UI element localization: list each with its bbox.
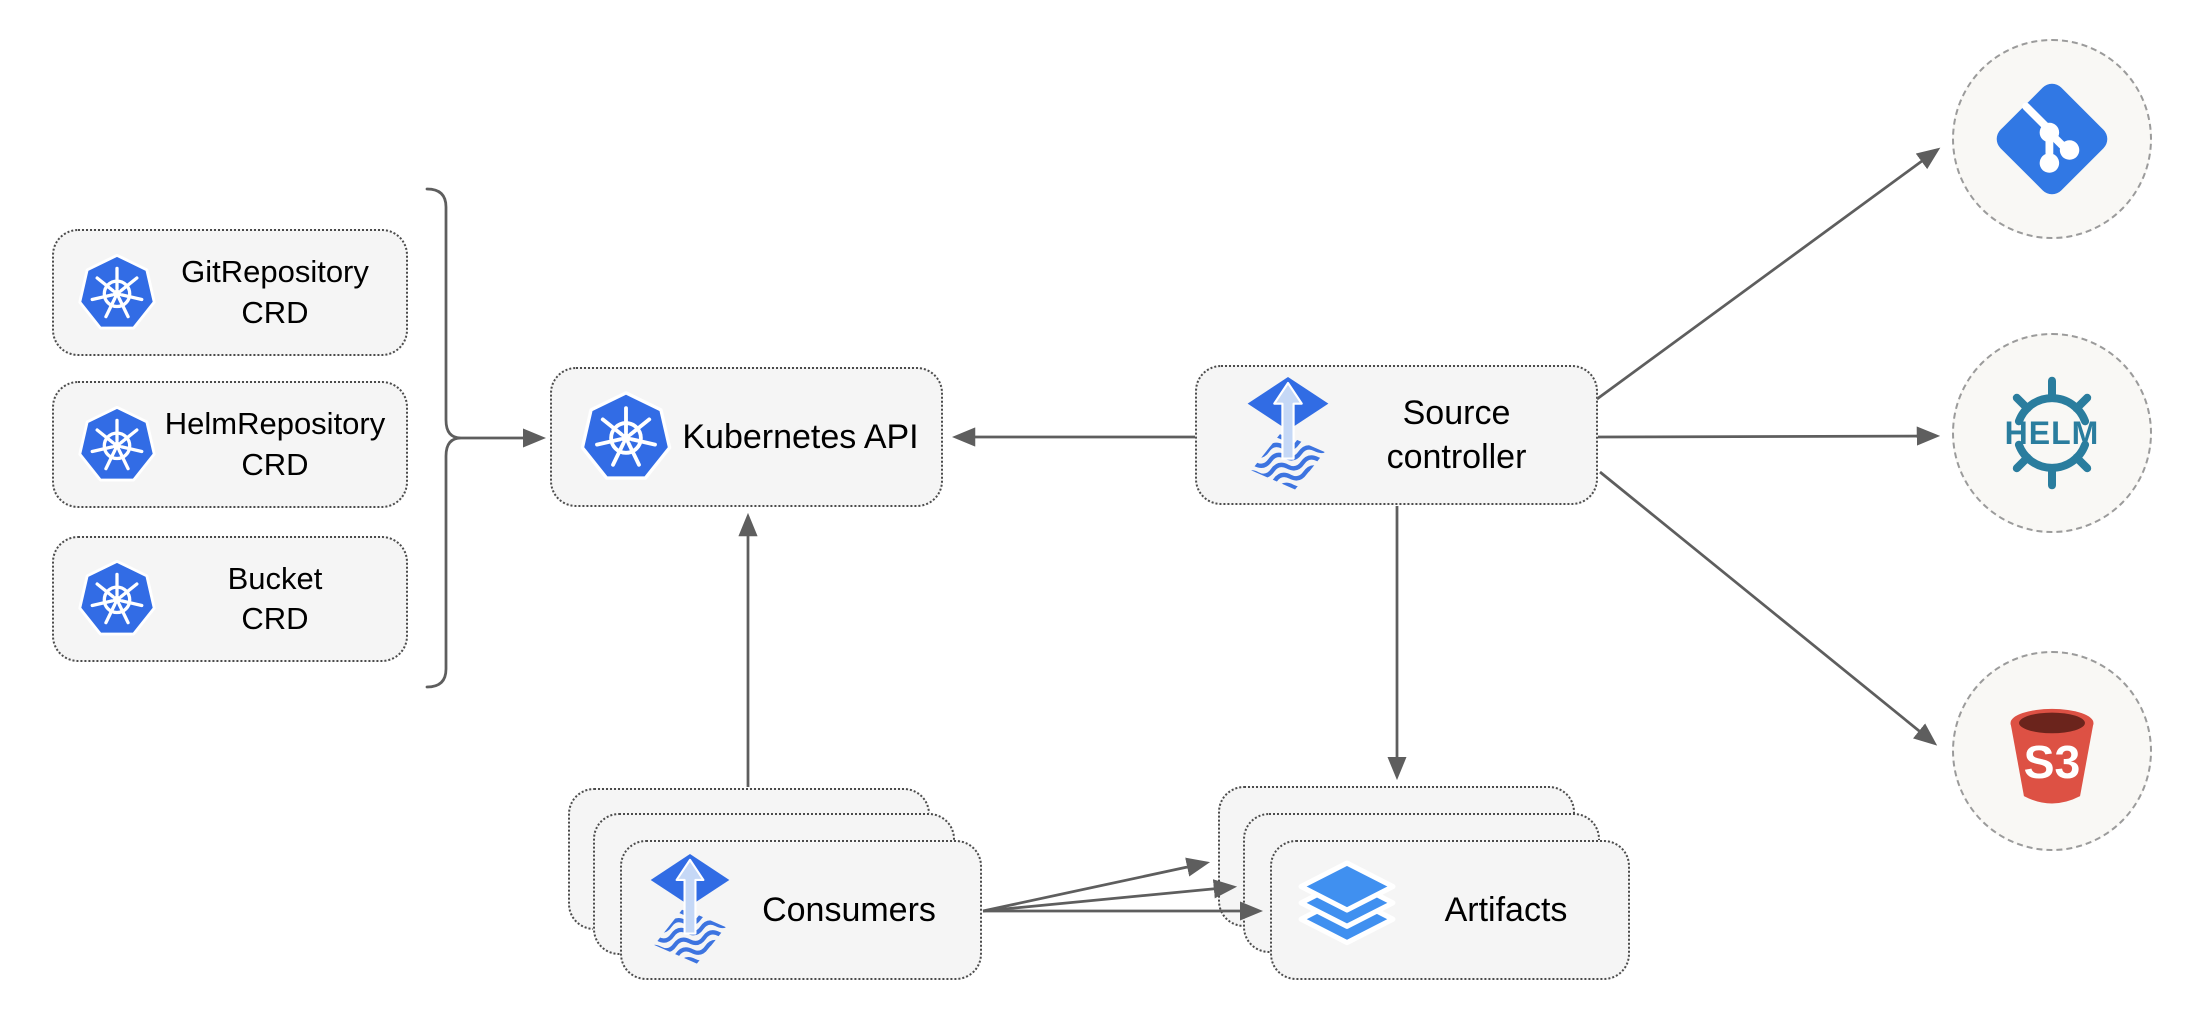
kubernetes-api-label: Kubernetes API xyxy=(682,417,919,456)
crd-subtitle: CRD xyxy=(241,446,309,482)
node-source-controller: Source controller xyxy=(1195,365,1598,505)
crd-title: Bucket xyxy=(227,560,323,596)
helm-label: HELM xyxy=(2004,414,2100,451)
source-controller-line1: Source xyxy=(1402,393,1511,432)
layers-icon xyxy=(1296,859,1398,961)
crd-subtitle: CRD xyxy=(241,294,309,330)
consumers-label: Consumers xyxy=(762,890,936,929)
crd-title: GitRepository xyxy=(181,254,369,290)
node-label: GitRepository CRD xyxy=(158,252,406,333)
source-helm-circle: HELM xyxy=(1952,333,2152,533)
kubernetes-icon xyxy=(76,252,158,334)
flux-icon xyxy=(1245,377,1331,493)
node-label: Bucket CRD xyxy=(158,559,406,640)
node-artifacts: Artifacts xyxy=(1270,840,1630,980)
artifacts-label: Artifacts xyxy=(1444,890,1568,929)
node-consumers: Consumers xyxy=(620,840,982,980)
node-label: HelmRepository CRD xyxy=(158,404,406,485)
helm-icon: HELM xyxy=(1988,369,2116,497)
node-kubernetes-api: Kubernetes API xyxy=(550,367,943,507)
edge-consumers-to-artifacts-back xyxy=(982,857,1211,913)
crd-subtitle: CRD xyxy=(241,601,309,636)
s3-label: S3 xyxy=(2024,736,2081,788)
kubernetes-icon xyxy=(578,389,674,485)
node-helmrepository-crd: HelmRepository CRD xyxy=(52,381,408,508)
crd-group-brace xyxy=(425,187,462,689)
edge-source-controller-to-s3 xyxy=(1599,470,1938,746)
kubernetes-icon xyxy=(76,404,158,486)
edge-source-controller-to-git xyxy=(1596,147,1941,401)
edge-source-controller-to-helm xyxy=(1597,426,1941,446)
node-bucket-crd: Bucket CRD xyxy=(52,536,408,662)
source-s3-circle: S3 xyxy=(1952,651,2152,851)
edge-consumers-to-artifacts-middle xyxy=(982,879,1238,913)
node-gitrepository-crd: GitRepository CRD xyxy=(52,229,408,356)
source-controller-line2: controller xyxy=(1386,438,1527,476)
source-controller-label: Source controller xyxy=(1331,391,1596,479)
source-git-circle xyxy=(1952,39,2152,239)
flux-icon xyxy=(648,854,732,967)
kubernetes-icon xyxy=(76,558,158,640)
s3-bucket-icon: S3 xyxy=(2010,708,2094,804)
git-icon xyxy=(1987,74,2117,204)
crd-title: HelmRepository xyxy=(164,406,386,442)
